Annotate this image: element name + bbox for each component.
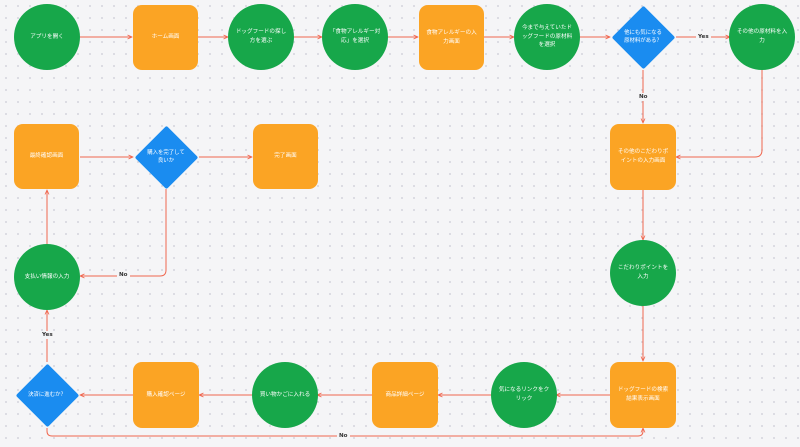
node-done-screen-label: 完了画面: [274, 153, 297, 160]
node-home-screen[interactable]: ホーム画面: [133, 5, 198, 70]
node-purchase-confirm-label: 購入確認ページ: [146, 391, 186, 398]
edge-label-yes-checkout: Yes: [40, 331, 55, 339]
node-other-ingredients[interactable]: その他の原材料を入力: [729, 4, 795, 70]
node-preference-screen-label: その他のこだわりポイントの入力画面: [617, 149, 669, 164]
node-allergy-input[interactable]: 食物アレルギーの入力画面: [419, 5, 484, 70]
node-purchase-confirm[interactable]: 購入確認ページ: [133, 362, 199, 428]
decision-complete-purchase-label: 購入を完了して良いか: [147, 149, 185, 164]
node-select-ingredients-label: 今まで与えていたドッグフードの原材料を選択: [521, 25, 573, 49]
node-payment-input[interactable]: 支払い情報の入力: [14, 244, 80, 310]
node-payment-input-label: 支払い情報の入力: [24, 273, 70, 280]
node-open-app[interactable]: アプリを開く: [14, 4, 80, 70]
node-add-cart[interactable]: 買い物かごに入れる: [252, 362, 318, 428]
node-add-cart-label: 買い物かごに入れる: [259, 391, 311, 398]
node-select-allergy-label: 「食物アレルギー対応」を選択: [329, 29, 381, 44]
node-search-results[interactable]: ドッグフードの検索結果表示画面: [610, 362, 676, 428]
edge-label-yes-other: Yes: [696, 33, 711, 41]
node-search-results-label: ドッグフードの検索結果表示画面: [617, 387, 669, 402]
edge-other-to-preference: [676, 69, 763, 157]
node-done-screen[interactable]: 完了画面: [253, 124, 318, 189]
node-other-ingredients-label: その他の原材料を入力: [736, 29, 788, 44]
decision-proceed-checkout-label: 決済に進むか？: [28, 391, 66, 398]
node-enter-preference[interactable]: こだわりポイントを入力: [610, 240, 676, 306]
node-select-ingredients[interactable]: 今まで与えていたドッグフードの原材料を選択: [514, 4, 580, 70]
node-open-app-label: アプリを開く: [30, 33, 64, 40]
decision-proceed-checkout[interactable]: 決済に進むか？: [15, 363, 79, 427]
decision-other-concern-label: 他にも気になる原材料がある？: [624, 29, 662, 44]
node-click-link[interactable]: 気になるリンクをクリック: [491, 362, 557, 428]
node-preference-screen[interactable]: その他のこだわりポイントの入力画面: [610, 124, 676, 190]
edge-complete-no: [80, 189, 167, 276]
node-select-allergy[interactable]: 「食物アレルギー対応」を選択: [322, 4, 388, 70]
node-final-confirm[interactable]: 最終確認画面: [14, 124, 79, 189]
node-enter-preference-label: こだわりポイントを入力: [617, 265, 669, 280]
edge-label-no-complete: No: [117, 271, 130, 279]
decision-other-concern[interactable]: 他にも気になる原材料がある？: [611, 5, 675, 69]
node-click-link-label: 気になるリンクをクリック: [498, 387, 550, 402]
node-product-detail-label: 商品詳細ページ: [385, 391, 425, 398]
edge-label-no-checkout: No: [337, 432, 350, 440]
node-choose-food-label: ドッグフードの探し方を選ぶ: [235, 29, 287, 44]
decision-complete-purchase[interactable]: 購入を完了して良いか: [134, 125, 198, 189]
node-allergy-input-label: 食物アレルギーの入力画面: [426, 29, 477, 45]
node-product-detail[interactable]: 商品詳細ページ: [372, 362, 438, 428]
node-final-confirm-label: 最終確認画面: [29, 153, 64, 160]
node-home-screen-label: ホーム画面: [151, 34, 180, 41]
edge-label-no-other: No: [637, 93, 650, 101]
node-choose-food[interactable]: ドッグフードの探し方を選ぶ: [228, 4, 294, 70]
